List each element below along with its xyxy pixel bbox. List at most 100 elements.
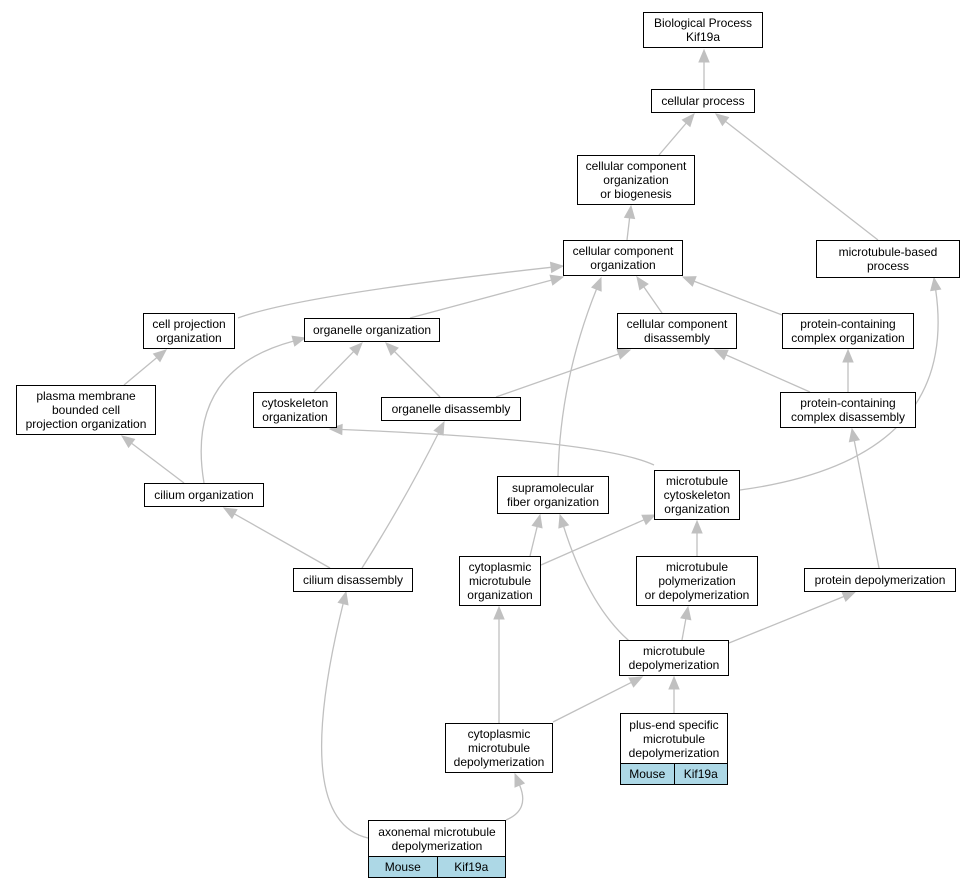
edge-line: [725, 354, 811, 393]
go-term-label-line: cilium disassembly: [302, 573, 404, 587]
edge-arrowhead: [641, 514, 657, 526]
edge-line: [505, 784, 524, 821]
go-term-label-line: or depolymerization: [644, 588, 750, 602]
edge-arrowhead: [698, 48, 710, 63]
go-term-label-line: microtubule: [467, 741, 531, 755]
go-term-node-oo[interactable]: organelle organization: [304, 318, 440, 342]
edge-arrowhead: [591, 276, 602, 292]
go-term-node-od[interactable]: organelle disassembly: [381, 397, 521, 421]
species-tag[interactable]: Mouse: [621, 764, 674, 784]
edge-line: [200, 340, 294, 484]
edge-cmo-to-mco: [540, 514, 657, 566]
edge-line: [557, 288, 598, 477]
edge-cco-to-ccob: [623, 204, 636, 241]
go-term-label-line: microtubule: [665, 560, 729, 574]
go-term-label-line: disassembly: [643, 331, 711, 345]
edge-line: [626, 217, 631, 241]
edge-arrowhead: [493, 605, 505, 620]
edge-cmd-to-md: [552, 676, 644, 723]
edge-arrowhead: [531, 513, 543, 529]
species-tag[interactable]: Mouse: [369, 857, 437, 877]
edge-arrowhead: [291, 335, 307, 347]
edge-arrowhead: [628, 676, 644, 688]
go-term-label-line: depolymerization: [391, 838, 483, 853]
edge-arrowhead: [681, 113, 695, 128]
edge-arrowhead: [385, 342, 399, 356]
go-term-label-line: axonemal microtubule: [378, 824, 496, 839]
go-term-label: organelle disassembly: [382, 398, 520, 420]
edge-line: [237, 266, 552, 319]
edge-arrowhead: [623, 204, 636, 220]
go-term-node-cild[interactable]: cilium disassembly: [293, 568, 413, 592]
go-term-label-line: or biogenesis: [600, 187, 672, 201]
go-term-label-line: plasma membrane: [36, 389, 136, 403]
edge-pccd-to-ccd: [713, 349, 811, 393]
go-term-label-line: polymerization: [658, 574, 736, 588]
go-term-label-line: organization: [156, 331, 222, 345]
go-term-label-line: microtubule-based: [838, 245, 938, 259]
go-term-label-line: fiber organization: [506, 495, 600, 509]
go-term-label-line: organization: [590, 258, 656, 272]
edge-arrowhead: [349, 342, 363, 356]
go-term-label-line: microtubule: [642, 644, 706, 658]
gene-tag[interactable]: Kif19a: [436, 857, 505, 877]
go-term-label-line: depolymerization: [628, 745, 720, 760]
go-term-label-line: cellular component: [572, 244, 674, 258]
go-term-node-cp[interactable]: cellular process: [651, 89, 755, 113]
edge-mpd-to-mco: [691, 519, 703, 556]
go-term-label-line: cytoskeleton: [663, 488, 731, 502]
go-term-label-line: cytoplasmic: [468, 560, 532, 574]
edge-arrowhead: [713, 349, 729, 361]
edge-line: [320, 603, 369, 839]
edge-ccob-to-cp: [658, 113, 695, 156]
edge-arrowhead: [558, 513, 570, 529]
edge-arrowhead: [549, 274, 565, 286]
edge-oo-to-cco: [409, 274, 565, 319]
edge-line: [234, 513, 331, 569]
go-term-label-line: plus-end specific: [629, 717, 719, 732]
edge-arrowhead: [842, 348, 854, 363]
go-term-node-pd[interactable]: protein depolymerization: [804, 568, 956, 592]
edge-pd-to-pccd: [848, 427, 880, 569]
go-term-label-line: supramolecular: [511, 481, 595, 495]
edge-cild-to-cilo: [222, 507, 331, 569]
edge-cyto-to-oo: [313, 342, 363, 393]
go-term-label-line: protein-containing: [800, 396, 896, 410]
edge-line: [123, 357, 158, 386]
edge-cp-to-bp: [698, 48, 710, 89]
edge-arrowhead: [120, 435, 136, 449]
edge-arrowhead: [433, 420, 445, 436]
gene-tag[interactable]: Kif19a: [673, 764, 727, 784]
go-term-node-cilo[interactable]: cilium organization: [144, 483, 264, 507]
go-term-label: organelle organization: [305, 319, 439, 341]
go-term-label-line: cellular process: [661, 94, 745, 108]
edge-amd-to-cild: [320, 590, 369, 839]
edge-ccd-to-cco: [636, 275, 663, 314]
